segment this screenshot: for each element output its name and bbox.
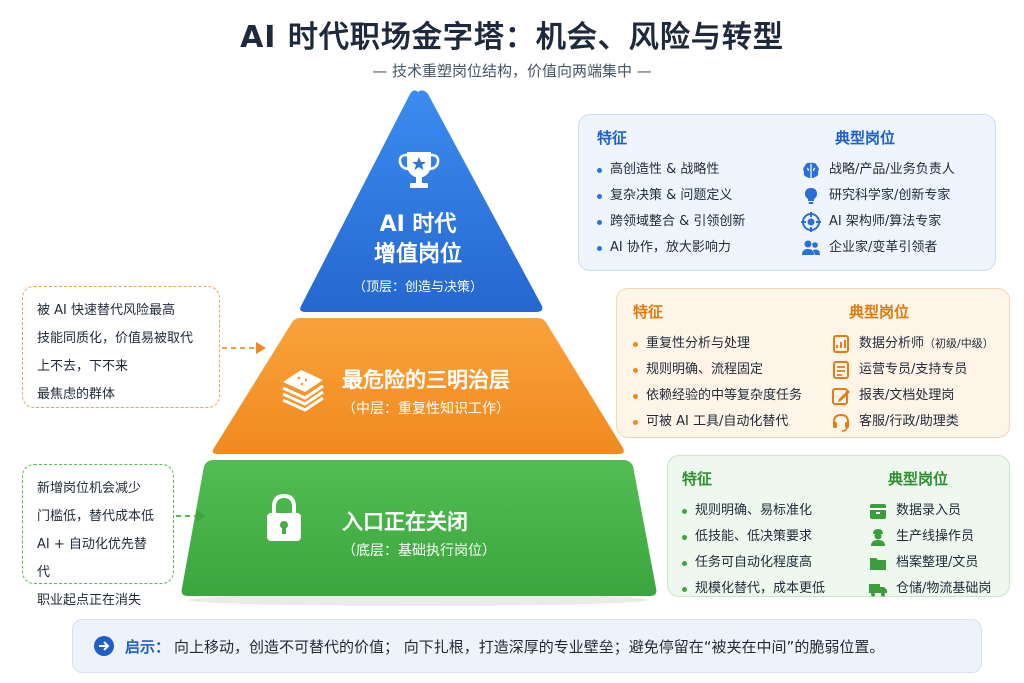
- feature-item: 任务可自动化程度高: [682, 550, 825, 576]
- pyramid-tier-bottom: [181, 460, 657, 596]
- brain-icon: [803, 162, 819, 178]
- insight-text: 向上移动，创造不可替代的价值； 向下扎根，打造深厚的专业壁垒；避免停留在“被夹在…: [174, 637, 885, 656]
- note-line: 被 AI 快速替代风险最高: [37, 303, 175, 318]
- feature-item: 低技能、低决策要求: [682, 524, 825, 550]
- role-item: 运营专员/支持专员: [831, 357, 994, 383]
- arrow-right-icon: [94, 636, 114, 656]
- role-item: 客服/行政/助理类: [831, 409, 994, 435]
- roles-header: 典型岗位: [835, 129, 896, 147]
- lock-icon: [267, 493, 301, 541]
- note-line: 新增岗位机会减少: [37, 481, 142, 496]
- roles-header: 典型岗位: [888, 470, 949, 488]
- feature-item: 跨领域整合 & 引领创新: [597, 209, 745, 235]
- insight-bar: 启示： 向上移动，创造不可替代的价值； 向下扎根，打造深厚的专业壁垒；避免停留在…: [72, 619, 982, 673]
- note-line: 最焦虑的群体: [37, 387, 116, 402]
- pyramid-tier-middle: [212, 318, 624, 454]
- role-item: 数据分析师（初级/中级）: [831, 331, 994, 357]
- feature-item: 可被 AI 工具/自动化替代: [633, 409, 802, 435]
- feature-item: 复杂决策 & 问题定义: [597, 183, 745, 209]
- feature-item: 重复性分析与处理: [633, 331, 802, 357]
- report-icon: [833, 335, 849, 353]
- checklist-icon: [833, 361, 849, 379]
- target-icon: [801, 212, 821, 232]
- role-item: 仓储/物流基础岗: [868, 576, 991, 602]
- feature-item: 规则明确、流程固定: [633, 357, 802, 383]
- pyramid-tier-top: [300, 90, 543, 313]
- tier-bottom-title: 入口正在关闭: [342, 510, 468, 534]
- note-line: 门槛低，替代成本低: [37, 509, 155, 524]
- database-icon: [870, 504, 886, 519]
- note-line: AI + 自动化优先替代: [37, 537, 147, 580]
- page-title: AI 时代职场金字塔：机会、风险与转型: [240, 20, 784, 55]
- headset-icon: [833, 413, 849, 432]
- role-item: 企业家/变革引领者: [801, 235, 955, 261]
- note-bottom: 新增岗位机会减少 门槛低，替代成本低 AI + 自动化优先替代 职业起点正在消失: [22, 464, 174, 608]
- folder-icon: [870, 558, 886, 570]
- feature-item: 规模化替代，成本更低: [682, 576, 825, 602]
- features-header: 特征: [633, 303, 664, 321]
- trophy-icon: [398, 152, 440, 188]
- insight-label: 启示：: [125, 637, 171, 656]
- note-bottom-arrow: [176, 510, 206, 522]
- role-item: 生产线操作员: [868, 524, 991, 550]
- edit-icon: [832, 388, 850, 405]
- role-item: 数据录入员: [868, 498, 991, 524]
- note-line: 职业起点正在消失: [37, 593, 142, 608]
- feature-item: AI 协作，放大影响力: [597, 235, 745, 261]
- info-box-top: 特征 高创造性 & 战略性 复杂决策 & 问题定义 跨领域整合 & 引领创新 A…: [578, 114, 996, 271]
- role-item: AI 架构师/算法专家: [801, 209, 955, 235]
- tier-bottom-subtitle: （底层：基础执行岗位）: [342, 543, 496, 559]
- feature-item: 规则明确、易标准化: [682, 498, 825, 524]
- note-middle-arrow: [222, 342, 266, 354]
- info-box-middle: 特征 重复性分析与处理 规则明确、流程固定 依赖经验的中等复杂度任务 可被 AI…: [616, 288, 1010, 438]
- tier-top-title: AI 时代 增值岗位: [348, 210, 488, 270]
- note-middle: 被 AI 快速替代风险最高 技能同质化，价值易被取代 上不去，下不来 最焦虑的群…: [22, 286, 220, 408]
- tier-top-title-line2: 增值岗位: [373, 242, 462, 267]
- worker-icon: [871, 529, 885, 546]
- features-header: 特征: [682, 470, 713, 488]
- page-subtitle: — 技术重塑岗位结构，价值向两端集中 —: [372, 62, 652, 80]
- note-line: 上不去，下不来: [37, 359, 129, 374]
- pyramid: AI 时代 增值岗位 （顶层：创造与决策） 最危险的三明治层 （中层：重复性知识…: [178, 88, 678, 608]
- features-header: 特征: [597, 129, 628, 147]
- feature-item: 高创造性 & 战略性: [597, 157, 745, 183]
- role-item: 报表/文档处理岗: [831, 383, 994, 409]
- tier-middle-title: 最危险的三明治层: [342, 368, 510, 392]
- note-line: 技能同质化，价值易被取代: [37, 331, 194, 346]
- tier-top-subtitle: （顶层：创造与决策）: [352, 280, 483, 295]
- truck-icon: [869, 584, 887, 597]
- feature-item: 依赖经验的中等复杂度任务: [633, 383, 802, 409]
- role-item: 研究科学家/创新专家: [801, 183, 955, 209]
- info-box-bottom: 特征 规则明确、易标准化 低技能、低决策要求 任务可自动化程度高 规模化替代，成…: [667, 455, 1010, 597]
- lightbulb-icon: [805, 188, 817, 204]
- users-icon: [802, 240, 820, 255]
- sandwich-icon: [282, 370, 324, 412]
- tier-top-title-line1: AI 时代: [379, 212, 457, 237]
- roles-header: 典型岗位: [849, 303, 910, 321]
- role-item: 档案整理/文员: [868, 550, 991, 576]
- tier-middle-subtitle: （中层：重复性知识工作）: [342, 401, 510, 417]
- role-item: 战略/产品/业务负责人: [801, 157, 955, 183]
